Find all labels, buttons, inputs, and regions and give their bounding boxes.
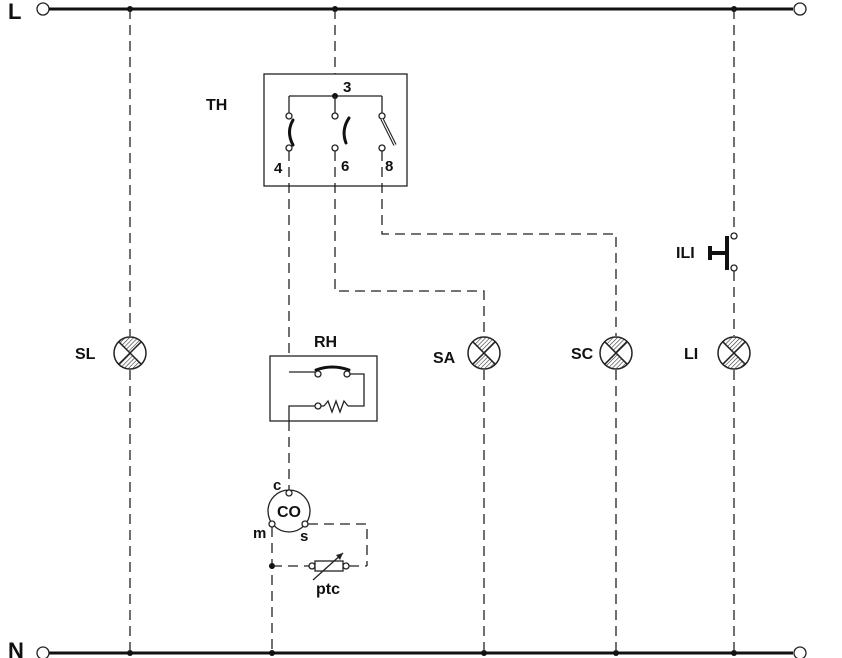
live-terminal-right	[793, 2, 807, 16]
thermostat-contact-6	[342, 116, 351, 145]
compressor: CO c m s	[253, 477, 311, 545]
thermostat-terminal-4: 4	[274, 160, 283, 177]
thermostat-terminal-6: 6	[341, 158, 349, 175]
neutral-terminal-right	[793, 646, 807, 658]
lamp-li-label: LI	[684, 346, 698, 363]
thermostat-output-wires	[288, 151, 617, 372]
thermostat: TH 3 4 6 8	[206, 73, 408, 187]
door-switch-label: ILI	[676, 245, 695, 262]
heater: RH	[269, 334, 378, 422]
neutral-label: N	[8, 638, 24, 658]
thermostat-label: TH	[206, 97, 227, 114]
lamp-sl-label: SL	[75, 346, 96, 363]
compressor-terminal-m: m	[253, 525, 266, 542]
lamp-sc: SC	[571, 336, 633, 370]
lamp-li: LI	[684, 336, 751, 370]
live-label: L	[8, 0, 21, 24]
thermostat-terminal-3: 3	[343, 79, 351, 96]
heater-label: RH	[314, 334, 337, 351]
thermostat-contact-8	[381, 118, 396, 146]
heater-thermal-switch	[314, 365, 351, 372]
live-terminal-left	[36, 2, 50, 16]
thermostat-contact-4	[288, 118, 295, 147]
heater-resistor	[323, 399, 349, 414]
neutral-terminal-left	[36, 646, 50, 658]
compressor-label: CO	[277, 504, 301, 521]
live-bus: L	[8, 0, 807, 24]
ptc-label: ptc	[316, 581, 340, 598]
lamp-sc-label: SC	[571, 346, 594, 363]
ptc-starter: ptc	[269, 523, 368, 653]
compressor-terminal-c: c	[273, 477, 281, 494]
thermostat-terminal-8: 8	[385, 158, 393, 175]
heater-box	[269, 355, 378, 422]
li-branch: ILI	[676, 9, 738, 653]
lamp-sa: SA	[433, 336, 501, 370]
lamp-sa-label: SA	[433, 350, 456, 367]
neutral-bus: N	[8, 638, 807, 658]
compressor-terminal-s: s	[300, 528, 308, 545]
lamp-sl: SL	[75, 336, 147, 370]
